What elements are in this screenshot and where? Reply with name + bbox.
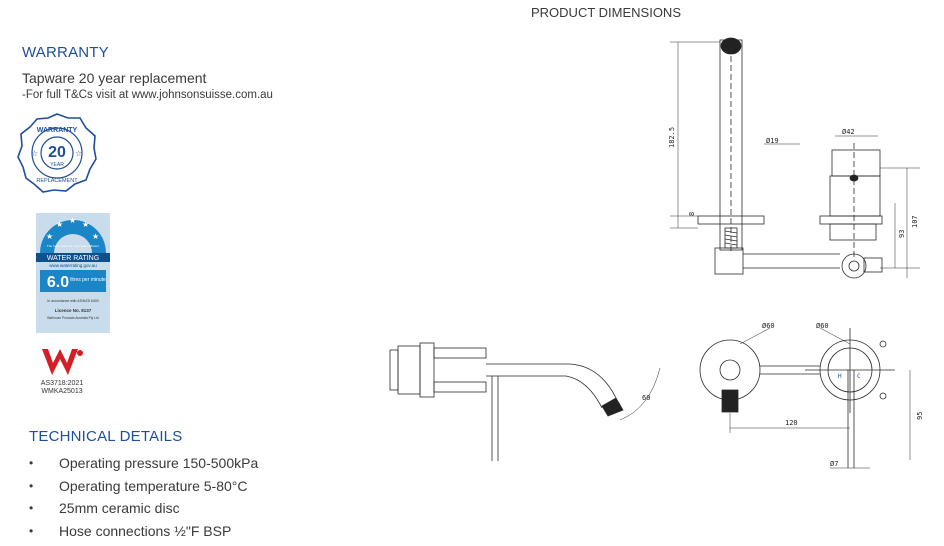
- watermark-info: AS3718:2021 WMKA25013: [22, 380, 102, 396]
- star-icon: ★: [82, 220, 89, 229]
- dim-95: 95: [916, 412, 924, 420]
- spout-side-view: [670, 37, 840, 275]
- badge-bottom-text: REPLACEMENT: [36, 178, 78, 184]
- bullet-icon: •: [29, 501, 34, 516]
- list-item: • 25mm ceramic disc: [29, 497, 258, 520]
- water-rating-site: www.waterrating.gov.au: [49, 263, 97, 268]
- watermark-code: WMKA25013: [41, 388, 83, 395]
- star-icon: ★: [92, 232, 99, 241]
- mixer-side-view: [819, 135, 920, 279]
- warranty-badge-icon: WARRANTY 20 YEAR REPLACEMENT ☆ ☆: [17, 113, 97, 193]
- tech-item-text: Operating temperature 5-80°C: [59, 477, 248, 494]
- list-item: • Operating pressure 150-500kPa: [29, 452, 258, 475]
- water-rating-company: Bathroom Products Australia Pty Ltd: [47, 316, 98, 320]
- badge-year: YEAR: [50, 162, 64, 168]
- dim-182-5: 182.5: [668, 127, 676, 148]
- warranty-text: Tapware 20 year replacement: [22, 70, 207, 86]
- bullet-icon: •: [29, 523, 34, 538]
- water-rating-value: 6.0: [47, 274, 69, 291]
- tech-item-text: 25mm ceramic disc: [59, 500, 180, 517]
- front-elevation: [699, 327, 911, 469]
- spout-plan-view: [389, 342, 661, 461]
- dim-120: 120: [785, 419, 798, 427]
- warranty-terms-link[interactable]: -For full T&Cs visit at www.johnsonsuiss…: [22, 89, 273, 101]
- dim-8: 8: [688, 212, 696, 216]
- star-icon: ★: [46, 232, 53, 241]
- hot-mark: H: [838, 373, 842, 380]
- cold-mark: C: [857, 373, 861, 380]
- water-rating-accordance: In accordance with AS/NZS 6400: [47, 299, 98, 303]
- warranty-heading: WARRANTY: [22, 44, 109, 61]
- list-item: • Hose connections ½"F BSP: [29, 520, 258, 543]
- dim-diameter-19: Ø19: [766, 137, 779, 145]
- bullet-icon: •: [29, 456, 34, 471]
- list-item: • Operating temperature 5-80°C: [29, 475, 258, 498]
- water-rating-graphic: ★ ★ ★ ★ ★ The more stars the more water …: [36, 216, 110, 320]
- star-icon: ★: [69, 216, 76, 225]
- dim-107: 107: [911, 215, 919, 228]
- water-rating-tagline: The more stars the more water efficient: [47, 244, 99, 248]
- star-icon: ★: [56, 220, 63, 229]
- dim-60-arc: 60: [642, 394, 650, 402]
- dim-diameter-7: Ø7: [830, 460, 838, 468]
- dim-diameter-60-right: Ø60: [816, 322, 829, 330]
- badge-star-right-icon: ☆: [75, 149, 82, 158]
- water-rating-licence: Licence No. 8137: [55, 308, 92, 313]
- water-rating-unit: litres per minute: [70, 277, 106, 283]
- water-rating-title: WATER RATING: [47, 255, 99, 262]
- water-rating-label: ★ ★ ★ ★ ★ The more stars the more water …: [36, 213, 110, 333]
- watermark-standard: AS3718:2021: [40, 380, 84, 387]
- product-dimensions-drawing: 182.5 8 Ø19 Ø42 93 107 60: [389, 37, 924, 469]
- dim-diameter-60-left: Ø60: [762, 322, 775, 330]
- technical-details-list: • Operating pressure 150-500kPa • Operatin…: [29, 452, 258, 542]
- badge-star-left-icon: ☆: [31, 149, 38, 158]
- tech-item-text: Operating pressure 150-500kPa: [59, 455, 259, 472]
- tech-item-text: Hose connections ½"F BSP: [59, 522, 232, 539]
- technical-details-heading: TECHNICAL DETAILS: [29, 428, 183, 445]
- dim-93: 93: [898, 230, 906, 238]
- product-dimensions-heading: PRODUCT DIMENSIONS: [531, 5, 681, 20]
- dim-diameter-42: Ø42: [842, 128, 855, 136]
- watermark-logo-icon: [42, 349, 83, 375]
- badge-top-text: WARRANTY: [37, 127, 78, 134]
- badge-number: 20: [48, 144, 66, 161]
- bullet-icon: •: [29, 478, 34, 493]
